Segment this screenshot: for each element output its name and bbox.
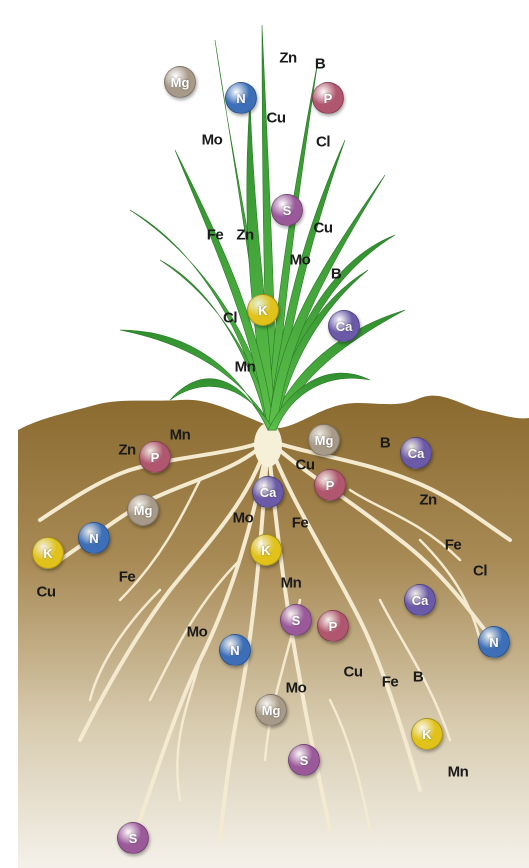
nutrient-ball-p: P — [312, 82, 344, 114]
nutrient-label-mn: Mn — [235, 359, 256, 376]
nutrient-symbol: P — [326, 478, 335, 493]
nutrient-label-cu: Cu — [267, 110, 286, 127]
nutrient-label-cu: Cu — [37, 584, 56, 601]
nutrient-ball-mg: Mg — [255, 694, 287, 726]
nutrient-symbol: N — [489, 635, 498, 650]
nutrient-label-fe: Fe — [119, 569, 136, 586]
nutrient-label-fe: Fe — [382, 674, 399, 691]
nutrient-ball-ca: Ca — [328, 310, 360, 342]
nutrient-ball-n: N — [219, 634, 251, 666]
nutrient-symbol: N — [89, 531, 98, 546]
nutrient-label-zn: Zn — [419, 492, 436, 509]
nutrient-symbol: K — [258, 303, 267, 318]
nutrient-ball-ca: Ca — [404, 584, 436, 616]
nutrient-symbol: K — [43, 546, 52, 561]
nutrient-ball-s: S — [280, 604, 312, 636]
nutrient-label-mn: Mn — [170, 427, 191, 444]
nutrient-label-cl: Cl — [316, 134, 330, 151]
nutrient-ball-k: K — [250, 534, 282, 566]
nutrient-ball-mg: Mg — [164, 66, 196, 98]
nutrient-label-b: B — [413, 669, 423, 686]
nutrient-ball-s: S — [271, 194, 303, 226]
nutrient-label-zn: Zn — [279, 50, 296, 67]
nutrient-label-cu: Cu — [344, 664, 363, 681]
nutrient-ball-p: P — [314, 469, 346, 501]
nutrient-label-b: B — [331, 266, 341, 283]
nutrient-label-cu: Cu — [314, 220, 333, 237]
nutrient-label-mn: Mn — [448, 764, 469, 781]
nutrient-ball-mg: Mg — [308, 424, 340, 456]
nutrient-ball-p: P — [317, 610, 349, 642]
nutrient-label-cl: Cl — [473, 563, 487, 580]
nutrient-ball-k: K — [411, 718, 443, 750]
nutrient-symbol: P — [324, 91, 333, 106]
nutrient-ball-n: N — [478, 626, 510, 658]
nutrient-ball-k: K — [247, 294, 279, 326]
nutrient-symbol: S — [129, 831, 138, 846]
nutrient-label-mo: Mo — [202, 132, 223, 149]
nutrient-label-mo: Mo — [233, 510, 254, 527]
nutrient-symbol: Mg — [262, 703, 281, 718]
nutrient-ball-ca: Ca — [252, 476, 284, 508]
nutrient-symbol: Mg — [171, 75, 190, 90]
nutrient-ball-s: S — [117, 822, 149, 854]
nutrient-symbol: S — [292, 613, 301, 628]
nutrient-label-fe: Fe — [445, 537, 462, 554]
nutrient-ball-k: K — [32, 537, 64, 569]
nutrient-label-mo: Mo — [290, 252, 311, 269]
nutrient-symbol: Ca — [260, 485, 277, 500]
nutrient-label-fe: Fe — [292, 515, 309, 532]
nutrient-ball-ca: Ca — [400, 437, 432, 469]
grass-blades — [120, 25, 405, 430]
nutrient-symbol: Mg — [315, 433, 334, 448]
nutrient-ball-mg: Mg — [127, 494, 159, 526]
nutrient-label-cl: Cl — [223, 310, 237, 327]
nutrient-label-fe: Fe — [207, 227, 224, 244]
nutrient-label-zn: Zn — [236, 227, 253, 244]
nutrient-symbol: P — [151, 450, 160, 465]
nutrient-symbol: P — [329, 619, 338, 634]
soil — [18, 396, 529, 868]
nutrient-symbol: S — [300, 753, 309, 768]
nutrient-symbol: Mg — [134, 503, 153, 518]
nutrient-symbol: N — [230, 643, 239, 658]
nutrient-label-b: B — [380, 435, 390, 452]
nutrient-ball-p: P — [139, 441, 171, 473]
nutrient-symbol: N — [236, 91, 245, 106]
nutrient-ball-s: S — [288, 744, 320, 776]
nutrient-symbol: S — [283, 203, 292, 218]
nutrient-ball-n: N — [78, 522, 110, 554]
nutrient-symbol: Ca — [336, 319, 353, 334]
nutrient-label-b: B — [315, 56, 325, 73]
nutrient-symbol: K — [422, 727, 431, 742]
nutrient-label-cu: Cu — [296, 457, 315, 474]
nutrient-ball-n: N — [225, 82, 257, 114]
nutrient-label-mo: Mo — [187, 624, 208, 641]
nutrient-label-mo: Mo — [286, 680, 307, 697]
nutrient-label-zn: Zn — [118, 442, 135, 459]
soil-layer — [18, 396, 529, 868]
nutrient-symbol: Ca — [408, 446, 425, 461]
nutrient-label-mn: Mn — [281, 575, 302, 592]
nutrient-symbol: Ca — [412, 593, 429, 608]
nutrient-symbol: K — [261, 543, 270, 558]
